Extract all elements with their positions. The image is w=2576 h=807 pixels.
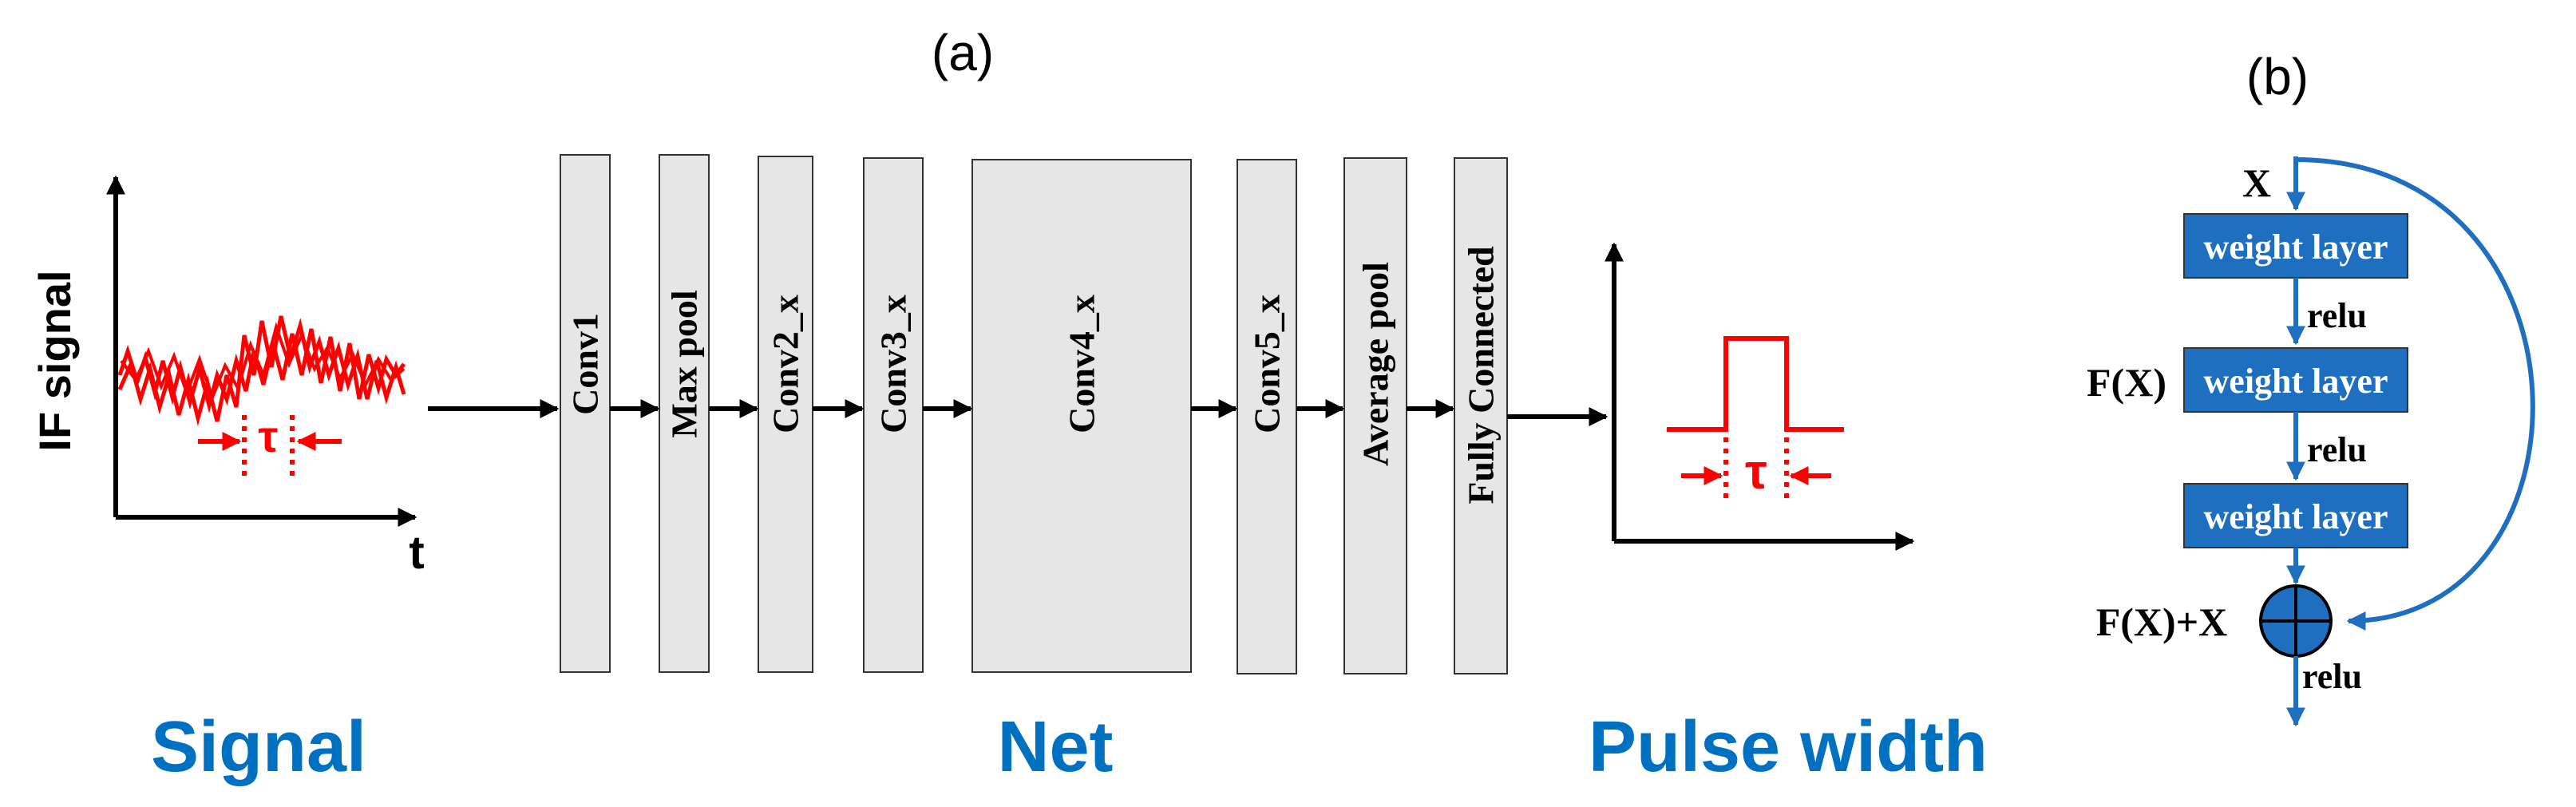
layer-conv1-label: Conv1 — [565, 313, 606, 415]
layer-conv3-x-label: Conv3_x — [873, 295, 914, 433]
net-layers: Conv1 Max pool Conv2_x Conv3_x Conv4_x Conv5_… — [560, 154, 1508, 674]
layer-conv1-block — [560, 154, 611, 673]
plus-circle-icon — [2259, 584, 2333, 658]
net-arrows — [610, 399, 1609, 426]
layer-conv5-x-block — [1237, 159, 1297, 674]
signal-tau-label: τ — [259, 411, 279, 461]
weight-layer-3 — [2183, 483, 2408, 548]
if-signal-waveform-1 — [117, 328, 406, 413]
layer-conv5-x-label: Conv5_x — [1247, 295, 1288, 433]
title-pulse-width: Pulse width — [1589, 707, 1988, 787]
weight-layer-2 — [2183, 347, 2408, 413]
input-x-label: X — [2242, 160, 2271, 205]
panel-b-label: (b) — [2246, 48, 2309, 105]
layer-fully-connected-label: Fully Connected — [1461, 246, 1502, 504]
pulse-waveform — [1667, 336, 1844, 432]
layer-conv2-x-label: Conv2_x — [766, 295, 806, 433]
skip-connection — [2295, 157, 2535, 631]
title-signal: Signal — [151, 707, 366, 787]
sum-label: F(X)+X — [2096, 599, 2228, 644]
layer-conv3-x-block — [863, 157, 924, 673]
relu-2-label: relu — [2307, 430, 2367, 469]
relu-1-label: relu — [2307, 296, 2367, 335]
weight-layer-2-label: weight layer — [2204, 362, 2388, 401]
signal-plot: IF signal t τ — [30, 175, 425, 579]
layer-conv4-x-label: Conv4_x — [1062, 295, 1102, 433]
layer-max-pool-label: Max pool — [664, 290, 705, 437]
weight-layer-1 — [2183, 213, 2408, 279]
signal-x-label: t — [409, 527, 424, 579]
pulse-tau-label: τ — [1745, 445, 1767, 500]
layer-fully-connected-block — [1454, 157, 1508, 674]
title-net: Net — [997, 707, 1113, 787]
signal-y-label: IF signal — [30, 270, 80, 451]
layer-conv4-x-block — [971, 159, 1192, 673]
residual-block: X weight layer relu F(X) weight layer re… — [2087, 156, 2535, 727]
layer-average-pool-block — [1343, 157, 1407, 674]
layer-average-pool-label: Average pool — [1355, 262, 1396, 466]
weight-layer-3-label: weight layer — [2204, 497, 2388, 536]
if-signal-waveform-2 — [117, 315, 406, 426]
if-signal-waveform-3 — [120, 322, 406, 402]
pulse-plot: τ — [1605, 242, 1915, 551]
panel-a-label: (a) — [932, 24, 994, 81]
relu-3-label: relu — [2302, 657, 2362, 696]
fx-label: F(X) — [2087, 360, 2166, 405]
layer-max-pool-block — [659, 154, 710, 673]
layer-conv2-x-block — [758, 156, 813, 673]
weight-layer-1-label: weight layer — [2204, 227, 2388, 267]
